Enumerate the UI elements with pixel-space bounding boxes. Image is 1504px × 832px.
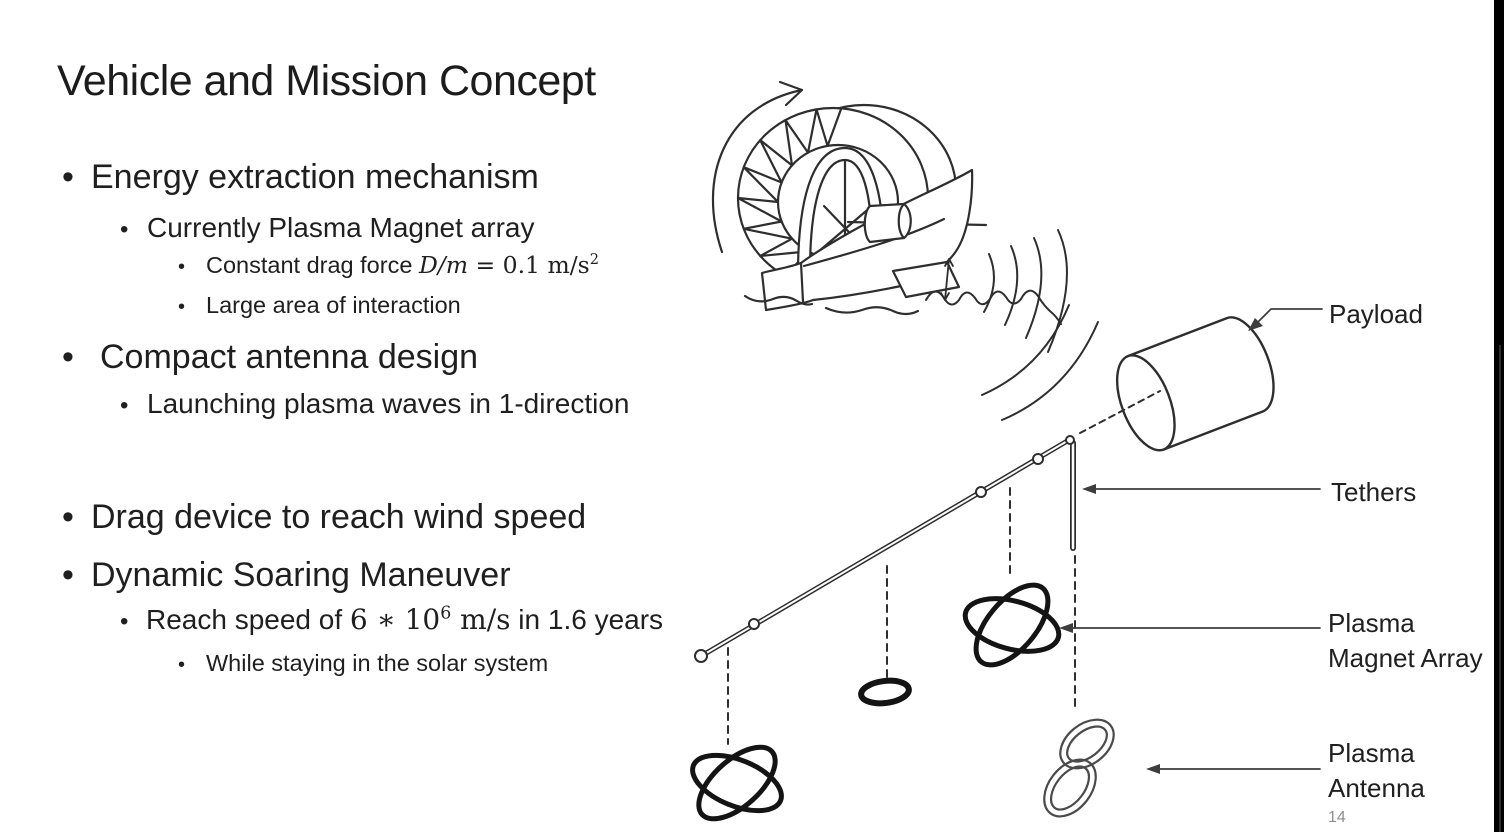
bullet-text: Energy extraction mechanism <box>91 158 539 196</box>
dashed-tether-lines <box>727 390 1161 745</box>
bullet-item-large-area: • Large area of interaction <box>178 292 461 318</box>
bullet-text: Currently Plasma Magnet array <box>147 212 535 243</box>
bullet-text: Constant drag force D/m = 0.1 m/s2 <box>206 251 599 279</box>
math-superscript: 6 <box>440 603 452 624</box>
leader-arrows <box>1059 308 1323 774</box>
bullet-text: Reach speed of 6 ∗ 106 m/s in 1.6 years <box>146 604 663 635</box>
payload-arrow <box>1248 308 1323 331</box>
plasma-magnet-knot-icon <box>690 582 1062 822</box>
tether-boom-icon <box>694 435 1076 663</box>
label-line: Plasma <box>1328 608 1415 638</box>
bullet-text: Compact antenna design <box>100 338 479 376</box>
math-run: D/m <box>418 251 468 279</box>
bullet-icon: • <box>120 216 129 243</box>
bullet-icon: • <box>178 296 186 318</box>
page-title: Vehicle and Mission Concept <box>57 57 596 105</box>
bullet-icon: • <box>62 338 74 376</box>
text-run: Reach speed of <box>146 604 350 635</box>
bullet-icon: • <box>120 392 129 419</box>
page-number: 14 <box>1328 809 1346 826</box>
bullet-item-reach-speed: • Reach speed of 6 ∗ 106 m/s in 1.6 years <box>120 604 663 636</box>
bullet-item-solar-system: • While staying in the solar system <box>178 650 548 676</box>
tethers-arrow <box>1082 484 1321 494</box>
math-run: m/s <box>451 603 511 636</box>
bullet-icon: • <box>62 498 74 536</box>
math-run: = 0.1 m/s <box>467 251 590 279</box>
bullet-item-drag-device: • Drag device to reach wind speed <box>62 498 586 536</box>
bullet-icon: • <box>62 556 74 594</box>
bullet-item-currently: • Currently Plasma Magnet array <box>120 212 534 244</box>
math-superscript: 2 <box>589 251 599 269</box>
label-payload: Payload <box>1329 299 1423 329</box>
bullet-item-compact-antenna: • Compact antenna design <box>62 338 478 376</box>
plasma-magnet-arrow <box>1059 623 1321 633</box>
bullet-icon: • <box>178 256 186 278</box>
bullet-text: While staying in the solar system <box>206 650 549 676</box>
label-tethers: Tethers <box>1331 477 1417 507</box>
text-run: in 1.6 years <box>510 604 664 635</box>
label-plasma-magnet-array: Plasma Magnet Array <box>1328 606 1483 676</box>
bullet-text: Drag device to reach wind speed <box>91 498 587 536</box>
payload-cylinder-icon <box>1115 316 1275 452</box>
axle-cylinder-icon <box>863 202 912 244</box>
bullet-text: Launching plasma waves in 1-direction <box>147 388 630 419</box>
bullet-icon: • <box>120 608 129 635</box>
bullet-text: Large area of interaction <box>206 292 461 318</box>
right-edge-bar <box>1494 0 1504 832</box>
label-line: Plasma <box>1328 738 1415 768</box>
bullet-icon: • <box>178 654 186 676</box>
plasma-antenna-knot-icon <box>1043 718 1115 818</box>
label-line: Antenna <box>1328 773 1425 803</box>
plasma-ring-icon <box>858 677 912 707</box>
bullet-icon: • <box>62 158 74 196</box>
bullet-text: Dynamic Soaring Maneuver <box>91 556 511 594</box>
scrollbar-track <box>1499 345 1501 832</box>
label-plasma-antenna: Plasma Antenna <box>1328 736 1425 806</box>
bullet-item-launching: • Launching plasma waves in 1-direction <box>120 388 630 420</box>
bullet-item-drag-force: • Constant drag force D/m = 0.1 m/s2 <box>178 251 599 279</box>
wave-arcs-icon <box>925 229 1099 421</box>
plasma-antenna-arrow <box>1146 764 1321 774</box>
emitter-panel-icon <box>891 258 961 301</box>
bullet-item-dynamic-soaring: • Dynamic Soaring Maneuver <box>62 556 511 594</box>
rotation-arrow-icon <box>711 80 804 254</box>
math-run: 6 ∗ 10 <box>349 603 441 636</box>
label-line: Magnet Array <box>1328 643 1483 673</box>
spacecraft-sketch <box>711 80 1099 421</box>
bullet-item-energy: • Energy extraction mechanism <box>62 158 539 196</box>
text-run: Constant drag force <box>206 252 419 278</box>
